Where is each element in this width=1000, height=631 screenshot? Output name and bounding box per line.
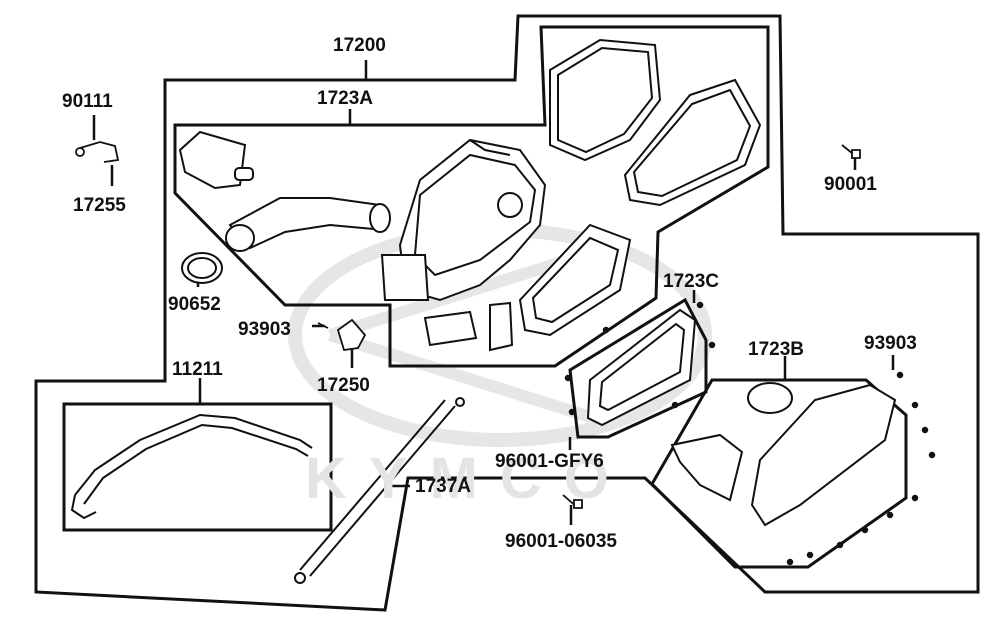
bolt-90001 <box>842 145 860 158</box>
filter-element-foam <box>425 303 512 350</box>
element-frame-1723A <box>520 225 630 335</box>
gasket-lower <box>625 80 760 205</box>
element-frame-1723C <box>588 310 695 425</box>
part-number-1723A[interactable]: 1723A <box>317 88 373 109</box>
outline-1723A <box>173 25 770 368</box>
case-cover-1723B <box>672 383 895 525</box>
screws-1723C <box>566 303 715 415</box>
part-number-17200[interactable]: 17200 <box>333 35 386 56</box>
drain-box <box>382 255 428 300</box>
outline-17200 <box>34 14 980 612</box>
bracket-17255 <box>76 142 118 162</box>
part-number-11211[interactable]: 11211 <box>172 359 223 380</box>
part-number-1723B[interactable]: 1723B <box>748 339 804 360</box>
clamp-90652 <box>182 253 222 283</box>
screws-1723B <box>788 373 935 565</box>
outline-1723C <box>568 297 708 439</box>
part-number-90652[interactable]: 90652 <box>168 294 221 315</box>
part-number-17250[interactable]: 17250 <box>317 375 370 396</box>
part-number-96001-GFY6[interactable]: 96001-GFY6 <box>495 451 604 472</box>
part-number-90001[interactable]: 90001 <box>824 174 877 195</box>
drain-tube-1737A <box>295 398 464 583</box>
tube-11211 <box>72 415 312 518</box>
part-number-90111[interactable]: 90111 <box>62 91 113 112</box>
resonator-box <box>180 132 253 188</box>
part-number-1723C[interactable]: 1723C <box>663 271 719 292</box>
part-number-93903-right[interactable]: 93903 <box>864 333 917 354</box>
part-number-93903-left[interactable]: 93903 <box>238 319 291 340</box>
outline-11211 <box>62 402 333 532</box>
bolt-96001-06035 <box>563 495 582 508</box>
part-number-96001-06035[interactable]: 96001-06035 <box>505 531 617 552</box>
breather-17250 <box>318 320 365 350</box>
part-number-1737A[interactable]: 1737A <box>415 476 471 497</box>
part-number-17255[interactable]: 17255 <box>73 195 126 216</box>
brand-watermark: KYMCO <box>305 446 631 511</box>
intake-duct <box>226 198 390 251</box>
gasket-upper <box>550 40 660 160</box>
